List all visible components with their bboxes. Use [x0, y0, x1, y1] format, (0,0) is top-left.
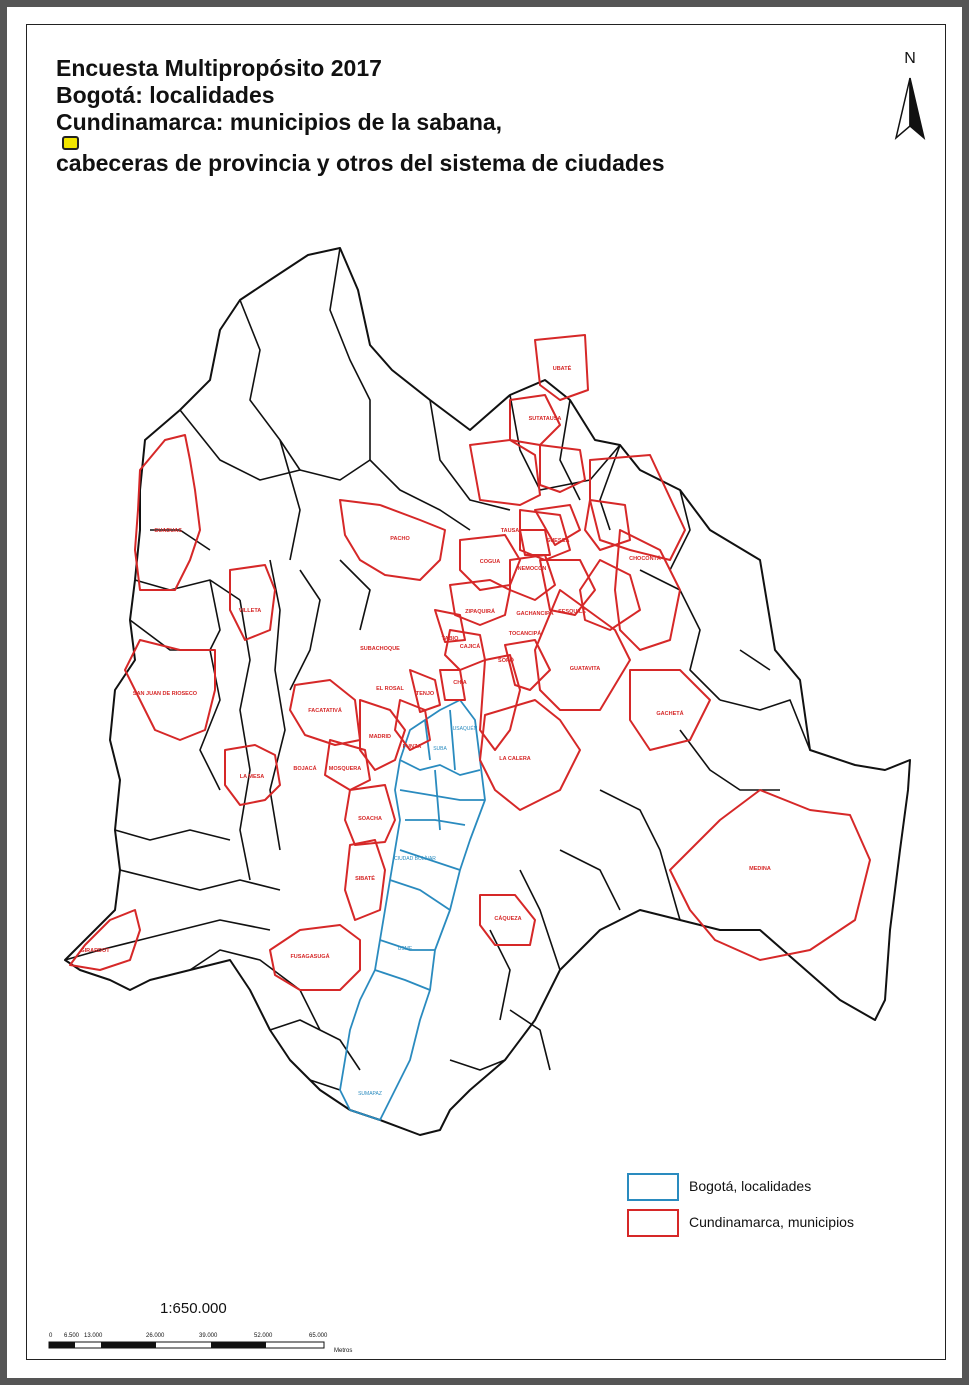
label-cogua: COGUA	[480, 559, 501, 565]
scale-ratio: 1:650.000	[160, 1300, 227, 1317]
label-caqueza: CÁQUEZA	[494, 915, 521, 922]
north-arrow-icon	[894, 77, 926, 141]
scale-tick-2: 13.000	[84, 1333, 103, 1339]
label-medina: MEDINA	[749, 866, 771, 872]
label-funza: FUNZA	[403, 744, 422, 750]
label-suba: SUBA	[433, 746, 447, 752]
scale-tick-4: 39.000	[199, 1333, 218, 1339]
label-guaduas: GUADUAS	[154, 528, 182, 534]
north-arrow: N	[888, 50, 932, 145]
title-line-4: cabeceras de provincia y otros del siste…	[56, 150, 665, 176]
legend-item-cundinamarca: Cundinamarca, municipios	[627, 1209, 927, 1237]
label-tocancipa: TOCANCIPÁ	[509, 630, 542, 637]
scale-tick-6: 65.000	[309, 1333, 328, 1339]
label-la-calera: LA CALERA	[499, 756, 531, 762]
label-villeta: VILLETA	[239, 608, 262, 614]
label-tenjo: TENJO	[416, 691, 435, 697]
label-la-mesa: LA MESA	[240, 774, 265, 780]
label-tabio: TABIO	[442, 636, 459, 642]
scale-tick-1: 6.500	[64, 1333, 80, 1339]
map-canvas: UBATÉ GUADUAS PACHO CHOCONTÁ VILLETA LA …	[64, 247, 911, 1136]
label-girardot: GIRARDOT	[80, 948, 110, 954]
scale-tick-5: 52.000	[254, 1333, 273, 1339]
label-soacha: SOACHA	[358, 816, 382, 822]
label-san-juan-de-rioseco: SAN JUAN DE RIOSECO	[133, 691, 198, 697]
bogota-localidades	[339, 699, 486, 1121]
title-line-1: Encuesta Multipropósito 2017	[56, 55, 382, 81]
label-chia: CHÍA	[453, 678, 466, 686]
label-ubate: UBATÉ	[553, 364, 572, 372]
label-cajica: CAJICÁ	[460, 643, 481, 650]
label-usme: USME	[398, 946, 413, 952]
label-zipaquira: ZIPAQUIRÁ	[465, 608, 495, 615]
municipio-labels: UBATÉ GUADUAS PACHO CHOCONTÁ VILLETA LA …	[80, 364, 771, 960]
highlighted-municipios	[69, 334, 871, 991]
label-gacheta: GACHETÁ	[656, 710, 683, 717]
legend-swatch-bogota	[627, 1173, 679, 1201]
title-line-2: Bogotá: localidades	[56, 82, 275, 108]
localidad-labels: SUBA USAQUÉN CIUDAD BOLÍVAR USME SUMAPAZ	[358, 725, 478, 1097]
map-title: Encuesta Multipropósito 2017 Bogotá: loc…	[56, 55, 665, 177]
label-madrid: MADRID	[369, 734, 391, 740]
map-frame	[26, 24, 946, 1360]
capital-marker-icon	[62, 136, 79, 150]
label-nemocon: NEMOCÓN	[518, 564, 547, 572]
scale-bar: 0 6.500 13.000 26.000 39.000 52.000 65.0…	[48, 1333, 352, 1354]
legend-swatch-cundinamarca	[627, 1209, 679, 1237]
label-guatavita: GUATAVITA	[570, 666, 600, 672]
label-mosquera: MOSQUERA	[329, 766, 361, 772]
label-pacho: PACHO	[390, 536, 410, 542]
scale-tick-3: 26.000	[146, 1333, 165, 1339]
label-sopo: SOPÓ	[498, 656, 515, 664]
label-choconta: CHOCONTÁ	[629, 555, 661, 562]
label-gachancipa: GACHANCIPÁ	[516, 610, 553, 617]
label-el-rosal: EL ROSAL	[376, 686, 404, 692]
label-ciudad-bolivar: CIUDAD BOLÍVAR	[394, 855, 436, 862]
label-facatativa: FACATATIVÁ	[308, 707, 342, 714]
title-line-3: Cundinamarca: municipios de la sabana,	[56, 109, 665, 150]
label-suesca: SUESCA	[547, 538, 570, 544]
legend-label-bogota: Bogotá, localidades	[689, 1178, 812, 1194]
legend-label-cundinamarca: Cundinamarca, municipios	[689, 1214, 854, 1230]
label-subachoque: SUBACHOQUE	[360, 646, 400, 652]
scale-tick-0: 0	[49, 1333, 53, 1339]
north-label: N	[904, 50, 916, 67]
scale-unit: Metros	[334, 1348, 352, 1354]
label-bojaca: BOJACÁ	[293, 765, 316, 772]
label-fusagasuga: FUSAGASUGÁ	[290, 953, 329, 960]
label-sumapaz: SUMAPAZ	[358, 1091, 382, 1097]
label-sibate: SIBATÉ	[355, 874, 375, 882]
label-tausa: TAUSA	[501, 528, 520, 534]
legend-item-bogota: Bogotá, localidades	[627, 1173, 927, 1201]
municipio-borders	[64, 247, 811, 1091]
label-usaquen: USAQUÉN	[453, 725, 478, 732]
label-sesquile: SESQUILÉ	[558, 607, 586, 615]
label-sutatausa: SUTATAUSA	[529, 416, 562, 422]
